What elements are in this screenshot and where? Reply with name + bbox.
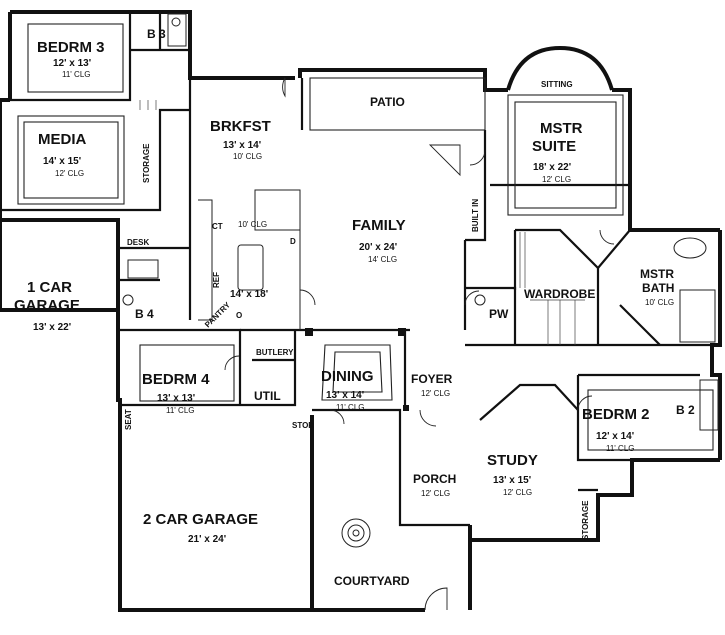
room-size: 13' x 14' xyxy=(326,390,364,401)
room-name: BEDRM 3 xyxy=(37,39,105,56)
ceiling-trays xyxy=(17,23,714,451)
room-name: FAMILY xyxy=(352,217,406,234)
kitchen-oven: O xyxy=(236,311,242,320)
room-storage-study: STORAGE xyxy=(581,500,590,540)
kitchen-pantry: PANTRY xyxy=(203,300,232,329)
room-size: 12' x 13' xyxy=(53,58,91,69)
room-courtyard: COURTYARD xyxy=(334,574,410,588)
room-name: 1 CAR xyxy=(27,279,72,296)
fixtures xyxy=(122,13,719,548)
kitchen-ceiling: 10' CLG xyxy=(238,220,267,229)
room-size: 12' x 14' xyxy=(596,431,634,442)
room-name: DINING xyxy=(321,368,374,385)
room-storage-media: STORAGE xyxy=(142,143,151,183)
room-seat: SEAT xyxy=(124,409,133,430)
room-brkfst: BRKFST 13' x 14' 10' CLG xyxy=(210,118,271,161)
door-swings xyxy=(224,77,615,611)
room-pw: PW xyxy=(489,307,509,321)
room-family: FAMILY 20' x 24' 14' CLG xyxy=(352,217,406,264)
room-garage1: 1 CAR GARAGE 13' x 22' xyxy=(14,279,80,333)
room-kitchen: 10' CLG 14' x 18' CT D REF PANTRY O xyxy=(203,220,296,329)
room-name-2: SUITE xyxy=(532,138,576,155)
interior-walls xyxy=(0,12,720,527)
room-name: MEDIA xyxy=(38,131,87,148)
room-bedrm2: BEDRM 2 12' x 14' 11' CLG xyxy=(582,406,650,453)
room-media: MEDIA 14' x 15' 12' CLG xyxy=(38,131,87,178)
room-ceiling: 12' CLG xyxy=(421,389,450,398)
room-size: 13' x 14' xyxy=(223,140,261,151)
room-ceiling: 12' CLG xyxy=(55,169,84,178)
kitchen-d: D xyxy=(290,237,296,246)
room-builtin: BUILT IN xyxy=(471,199,480,232)
room-patio: PATIO xyxy=(370,95,405,109)
room-b2: B 2 xyxy=(676,403,695,417)
kitchen-ref: REF xyxy=(212,272,221,288)
kitchen-ct: CT xyxy=(212,222,223,231)
room-ceiling: 12' CLG xyxy=(542,175,571,184)
room-size: 13' x 22' xyxy=(33,322,71,333)
room-ceiling: 11' CLG xyxy=(606,444,635,453)
room-butlery: BUTLERY xyxy=(256,348,294,357)
room-garage2: 2 CAR GARAGE 21' x 24' xyxy=(143,511,258,545)
room-stor: STOR xyxy=(292,421,314,430)
room-b4: B 4 xyxy=(135,307,154,321)
room-bedrm3: BEDRM 3 12' x 13' 11' CLG xyxy=(37,39,105,79)
room-size: 13' x 13' xyxy=(157,393,195,404)
sitting-label: SITTING xyxy=(541,80,573,89)
room-name: BRKFST xyxy=(210,118,271,135)
room-ceiling: 10' CLG xyxy=(645,298,674,307)
room-name: BEDRM 2 xyxy=(582,406,650,423)
room-wardrobe: WARDROBE xyxy=(524,287,595,301)
room-ceiling: 11' CLG xyxy=(62,70,91,79)
room-ceiling: 14' CLG xyxy=(368,255,397,264)
room-ceiling: 11' CLG xyxy=(336,403,365,412)
room-name: BEDRM 4 xyxy=(142,371,210,388)
room-size: 14' x 15' xyxy=(43,156,81,167)
room-size: 21' x 24' xyxy=(188,534,226,545)
room-dining: DINING 13' x 14' 11' CLG xyxy=(321,368,374,412)
room-study: STUDY 13' x 15' 12' CLG xyxy=(487,452,538,497)
room-name: PORCH xyxy=(413,472,456,486)
room-size: 13' x 15' xyxy=(493,475,531,486)
room-mstr-suite: SITTING MSTR SUITE 18' x 22' 12' CLG xyxy=(532,80,583,184)
room-desk: DESK xyxy=(127,238,149,247)
room-mstr-bath: MSTR BATH 10' CLG xyxy=(640,267,674,307)
room-util: UTIL xyxy=(254,389,281,403)
room-bedrm4: BEDRM 4 13' x 13' 11' CLG xyxy=(142,371,210,415)
room-name: FOYER xyxy=(411,372,453,386)
room-porch: PORCH 12' CLG xyxy=(413,472,456,498)
exterior-walls xyxy=(0,10,722,612)
room-ceiling: 12' CLG xyxy=(421,489,450,498)
room-name: MSTR xyxy=(640,267,674,281)
room-size: 18' x 22' xyxy=(533,162,571,173)
room-name: 2 CAR GARAGE xyxy=(143,511,258,528)
room-foyer: FOYER 12' CLG xyxy=(411,372,453,398)
room-ceiling: 10' CLG xyxy=(233,152,262,161)
room-name: STUDY xyxy=(487,452,538,469)
room-size: 20' x 24' xyxy=(359,242,397,253)
room-b3: B 3 xyxy=(147,27,166,41)
room-ceiling: 12' CLG xyxy=(503,488,532,497)
room-name-2: BATH xyxy=(642,281,674,295)
room-name: MSTR xyxy=(540,120,583,137)
room-ceiling: 11' CLG xyxy=(166,406,195,415)
kitchen-size: 14' x 18' xyxy=(230,289,268,300)
room-name-2: GARAGE xyxy=(14,297,80,314)
